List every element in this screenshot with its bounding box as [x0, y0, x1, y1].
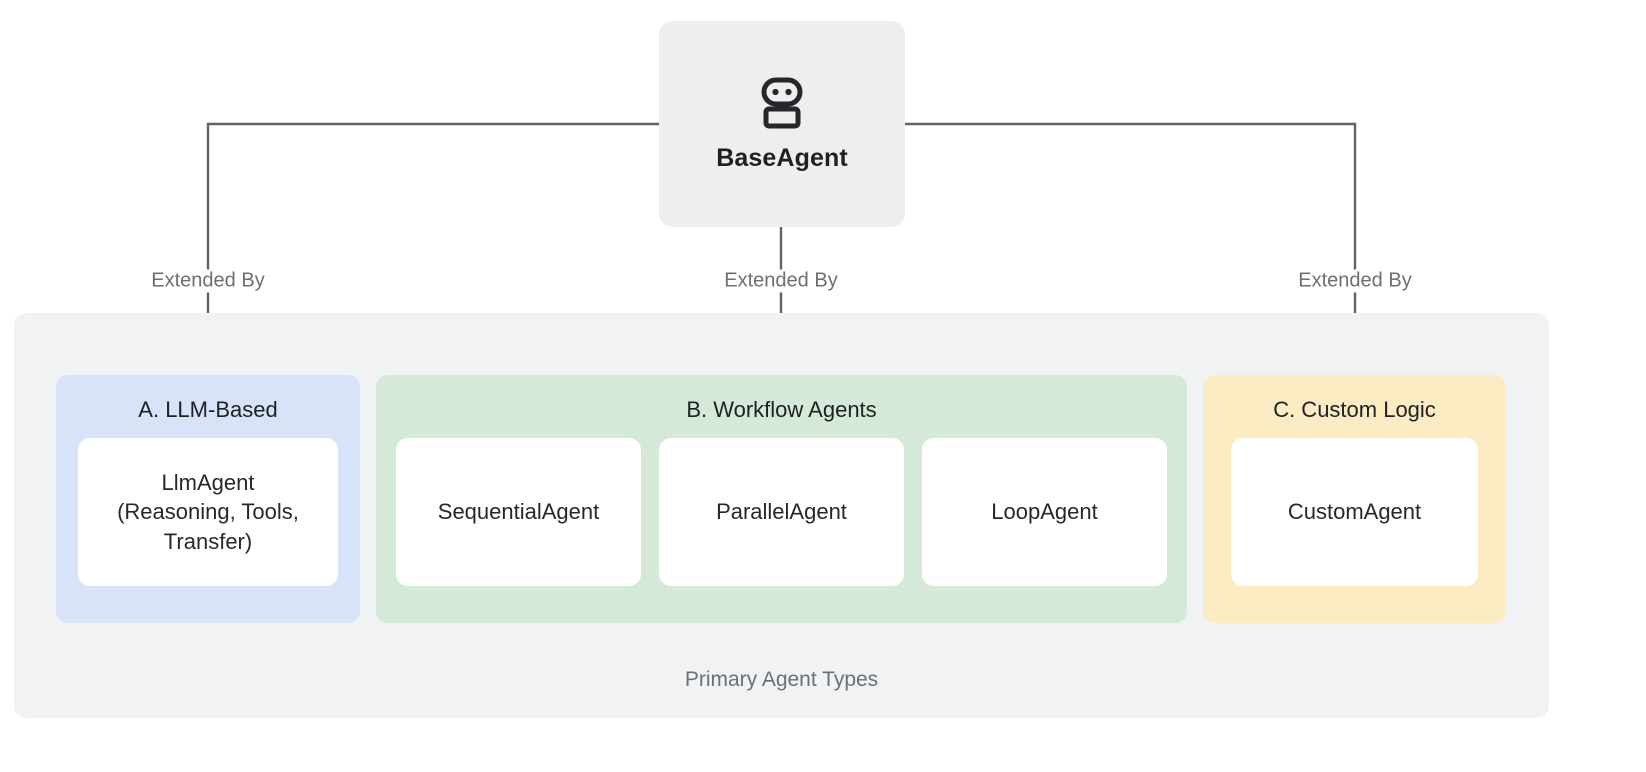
card-sequential-agent[interactable]: SequentialAgent: [396, 438, 641, 586]
edge-label-left: Extended By: [145, 269, 271, 293]
category-llm-based-cards: LlmAgent(Reasoning, Tools,Transfer): [56, 438, 360, 610]
card-custom-agent[interactable]: CustomAgent: [1231, 438, 1478, 586]
category-llm-based[interactable]: A. LLM-Based LlmAgent(Reasoning, Tools,T…: [56, 375, 360, 623]
robot-icon: [761, 77, 803, 128]
category-workflow-agents[interactable]: B. Workflow Agents SequentialAgent Paral…: [376, 375, 1187, 623]
category-workflow-agents-title: B. Workflow Agents: [686, 397, 877, 422]
edge-label-right: Extended By: [1292, 269, 1418, 293]
card-parallel-agent[interactable]: ParallelAgent: [659, 438, 904, 586]
category-llm-based-title: A. LLM-Based: [138, 397, 278, 422]
node-base-agent-label: BaseAgent: [716, 143, 848, 172]
category-workflow-agents-cards: SequentialAgent ParallelAgent LoopAgent: [374, 438, 1189, 610]
category-custom-logic-cards: CustomAgent: [1209, 438, 1500, 610]
card-loop-agent[interactable]: LoopAgent: [922, 438, 1167, 586]
category-custom-logic-title: C. Custom Logic: [1273, 397, 1436, 422]
edge-label-middle: Extended By: [718, 269, 844, 293]
node-base-agent[interactable]: BaseAgent: [659, 21, 905, 227]
group-caption: Primary Agent Types: [684, 668, 879, 691]
category-custom-logic[interactable]: C. Custom Logic CustomAgent: [1203, 375, 1506, 623]
card-llm-agent[interactable]: LlmAgent(Reasoning, Tools,Transfer): [78, 438, 338, 586]
